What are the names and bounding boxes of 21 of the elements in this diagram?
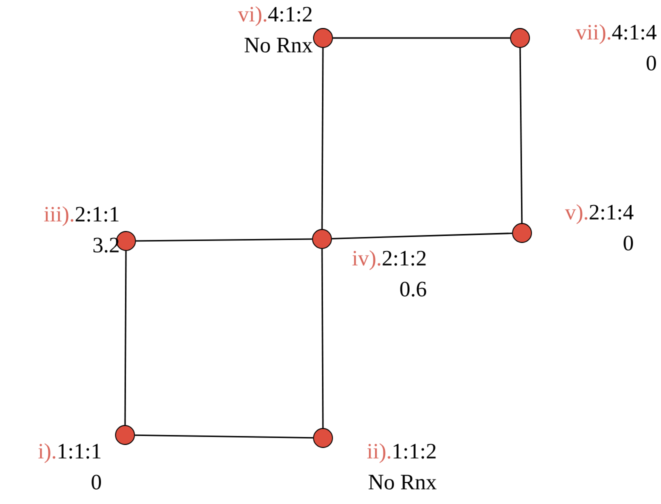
connector-line [321,248,324,428]
connector-line [124,250,127,426]
connector-line [519,48,523,224]
node-label: i).1:1:1 0 [38,443,101,490]
dot-marker [512,223,532,243]
node-label: vi).4:1:2 No Rnx [238,6,312,52]
dot-marker [115,425,135,445]
node-label: ii).1:1:2 No Rnx [367,443,437,490]
connector-line [332,232,512,240]
dot-marker [510,28,530,48]
node-label: v).2:1:4 0 [565,204,634,250]
connector-line [134,434,314,439]
connector-line [136,238,312,242]
node-label: iv).2:1:2 0.6 [352,250,426,297]
dot-marker [313,428,333,448]
node-label: iii).2:1:1 3.2 [44,206,119,253]
connector-line [332,37,510,39]
node-label: vii).4:1:4 0 [576,24,656,70]
connector-line [321,48,324,230]
dot-marker [312,229,332,249]
dot-marker [313,28,333,48]
